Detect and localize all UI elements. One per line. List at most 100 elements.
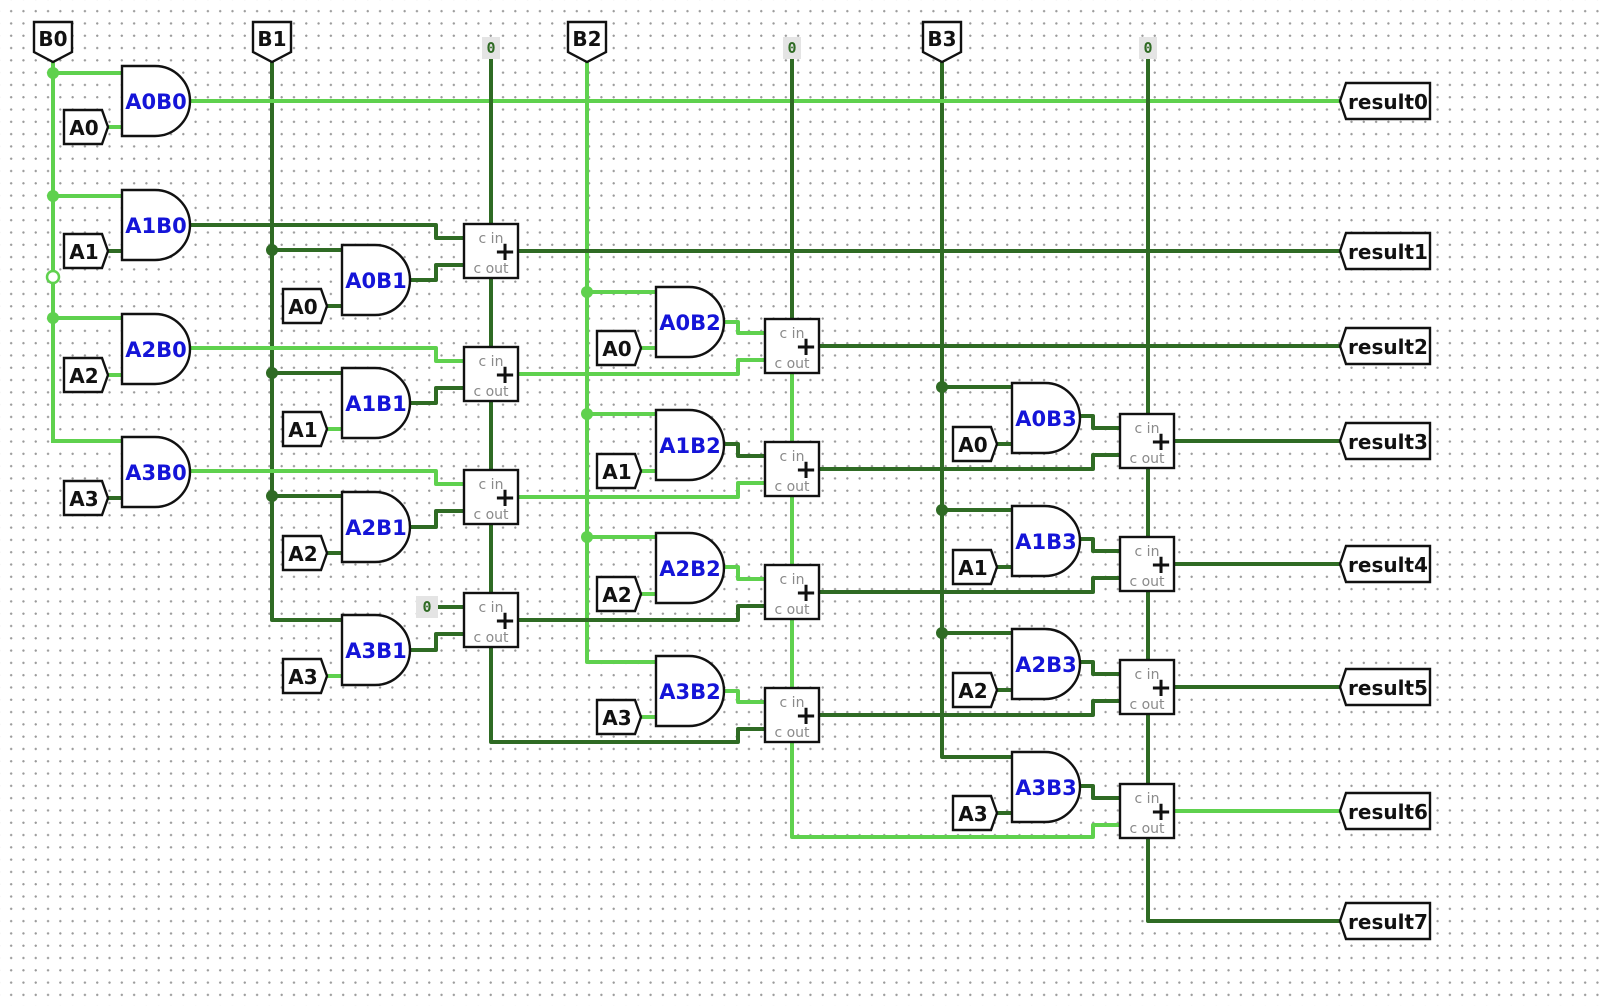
- output-pin-result4[interactable]: result4: [1338, 544, 1432, 584]
- constant-zero[interactable]: 0: [783, 37, 801, 59]
- input-pin-a3[interactable]: A3: [595, 698, 643, 736]
- input-pin-a3[interactable]: A3: [281, 657, 329, 695]
- adder-outline: [763, 563, 821, 621]
- input-pin-a0[interactable]: A0: [281, 287, 329, 325]
- junction-dot: [936, 504, 948, 516]
- input-pin-a0[interactable]: A0: [62, 108, 110, 146]
- pin-outline: [1338, 544, 1432, 584]
- input-pin-a3[interactable]: A3: [62, 479, 110, 517]
- constant-zero[interactable]: 0: [416, 596, 438, 618]
- input-pin-a1[interactable]: A1: [281, 410, 329, 448]
- and-gate[interactable]: A3B3: [1010, 750, 1082, 824]
- input-pin-a2[interactable]: A2: [281, 534, 329, 572]
- pin-outline: [62, 108, 110, 146]
- adder-plus-label: +: [494, 237, 516, 267]
- adder[interactable]: c inc out+: [1118, 412, 1176, 470]
- and-gate[interactable]: A2B0: [120, 312, 192, 386]
- wire: [516, 481, 767, 499]
- constant-zero[interactable]: 0: [1139, 37, 1157, 59]
- wire: [1077, 537, 1122, 553]
- pin-label: A2: [602, 583, 631, 607]
- adder-plus-label: +: [795, 701, 817, 731]
- wire: [1146, 836, 1342, 923]
- adder[interactable]: c inc out+: [462, 591, 520, 649]
- adder-cin-label: c in: [780, 695, 805, 711]
- pin-label: result1: [1348, 240, 1428, 264]
- input-pin-b3[interactable]: B3: [921, 20, 963, 64]
- input-pin-b0[interactable]: B0: [32, 20, 74, 64]
- input-pin-a2[interactable]: A2: [595, 575, 643, 613]
- gate-label: A0B0: [125, 90, 186, 114]
- adder-outline: [462, 468, 520, 526]
- output-pin-result6[interactable]: result6: [1338, 791, 1432, 831]
- output-pin-result2[interactable]: result2: [1338, 326, 1432, 366]
- input-pin-a2[interactable]: A2: [951, 671, 999, 709]
- adder[interactable]: c inc out+: [462, 222, 520, 280]
- pin-label: A3: [602, 706, 631, 730]
- gate-label: A1B0: [125, 214, 186, 238]
- and-gate[interactable]: A1B3: [1010, 504, 1082, 578]
- input-pin-a2[interactable]: A2: [62, 356, 110, 394]
- input-pin-a1[interactable]: A1: [595, 452, 643, 490]
- adder-plus-label: +: [795, 455, 817, 485]
- constant-zero[interactable]: 0: [482, 37, 500, 59]
- and-gate[interactable]: A0B3: [1010, 381, 1082, 455]
- output-pin-result1[interactable]: result1: [1338, 231, 1432, 271]
- and-gate[interactable]: A1B2: [654, 408, 726, 482]
- input-pin-a1[interactable]: A1: [951, 548, 999, 586]
- and-gate[interactable]: A0B1: [340, 243, 412, 317]
- adder-cin-label: c in: [479, 600, 504, 616]
- constant-label: 0: [486, 39, 495, 57]
- input-pin-a1[interactable]: A1: [62, 232, 110, 270]
- gate-label: A2B0: [125, 338, 186, 362]
- pin-label: result2: [1348, 335, 1428, 359]
- output-pin-result5[interactable]: result5: [1338, 667, 1432, 707]
- adder[interactable]: c inc out+: [763, 440, 821, 498]
- and-gate[interactable]: A3B0: [120, 435, 192, 509]
- output-pin-result3[interactable]: result3: [1338, 421, 1432, 461]
- adder-outline: [763, 686, 821, 744]
- and-gate[interactable]: A2B2: [654, 531, 726, 605]
- adder[interactable]: c inc out+: [1118, 535, 1176, 593]
- adder[interactable]: c inc out+: [1118, 658, 1176, 716]
- gate-label: A1B2: [659, 434, 720, 458]
- input-pin-b2[interactable]: B2: [566, 20, 608, 64]
- gate-label: A3B3: [1015, 776, 1076, 800]
- adder[interactable]: c inc out+: [763, 317, 821, 375]
- and-gate[interactable]: A2B3: [1010, 627, 1082, 701]
- and-gate[interactable]: A3B2: [654, 654, 726, 728]
- adder[interactable]: c inc out+: [462, 345, 520, 403]
- gate-outline: [120, 312, 192, 386]
- adder-cin-label: c in: [479, 477, 504, 493]
- constant-label: 0: [422, 598, 431, 616]
- gate-label: A2B1: [345, 516, 406, 540]
- pin-label: result7: [1348, 910, 1428, 934]
- pin-outline: [566, 20, 608, 64]
- adder[interactable]: c inc out+: [763, 686, 821, 744]
- adder[interactable]: c inc out+: [763, 563, 821, 621]
- and-gate[interactable]: A1B0: [120, 188, 192, 262]
- pin-outline: [62, 356, 110, 394]
- output-pin-result0[interactable]: result0: [1338, 81, 1432, 121]
- input-pin-a0[interactable]: A0: [951, 425, 999, 463]
- and-gate[interactable]: A2B1: [340, 490, 412, 564]
- and-gate[interactable]: A0B0: [120, 64, 192, 138]
- pin-outline: [951, 548, 999, 586]
- input-pin-b1[interactable]: B1: [251, 20, 293, 64]
- adder[interactable]: c inc out+: [1118, 782, 1176, 840]
- and-gate[interactable]: A1B1: [340, 366, 412, 440]
- and-gate[interactable]: A3B1: [340, 613, 412, 687]
- input-pin-a3[interactable]: A3: [951, 794, 999, 832]
- wire: [817, 699, 1122, 717]
- junction-dot: [581, 408, 593, 420]
- adder-plus-label: +: [494, 606, 516, 636]
- output-pin-result7[interactable]: result7: [1338, 901, 1432, 941]
- gate-outline: [120, 188, 192, 262]
- gate-label: A1B3: [1015, 530, 1076, 554]
- adder[interactable]: c inc out+: [462, 468, 520, 526]
- input-pin-a0[interactable]: A0: [595, 329, 643, 367]
- adder-outline: [462, 591, 520, 649]
- and-gate[interactable]: A0B2: [654, 285, 726, 359]
- pin-outline: [951, 671, 999, 709]
